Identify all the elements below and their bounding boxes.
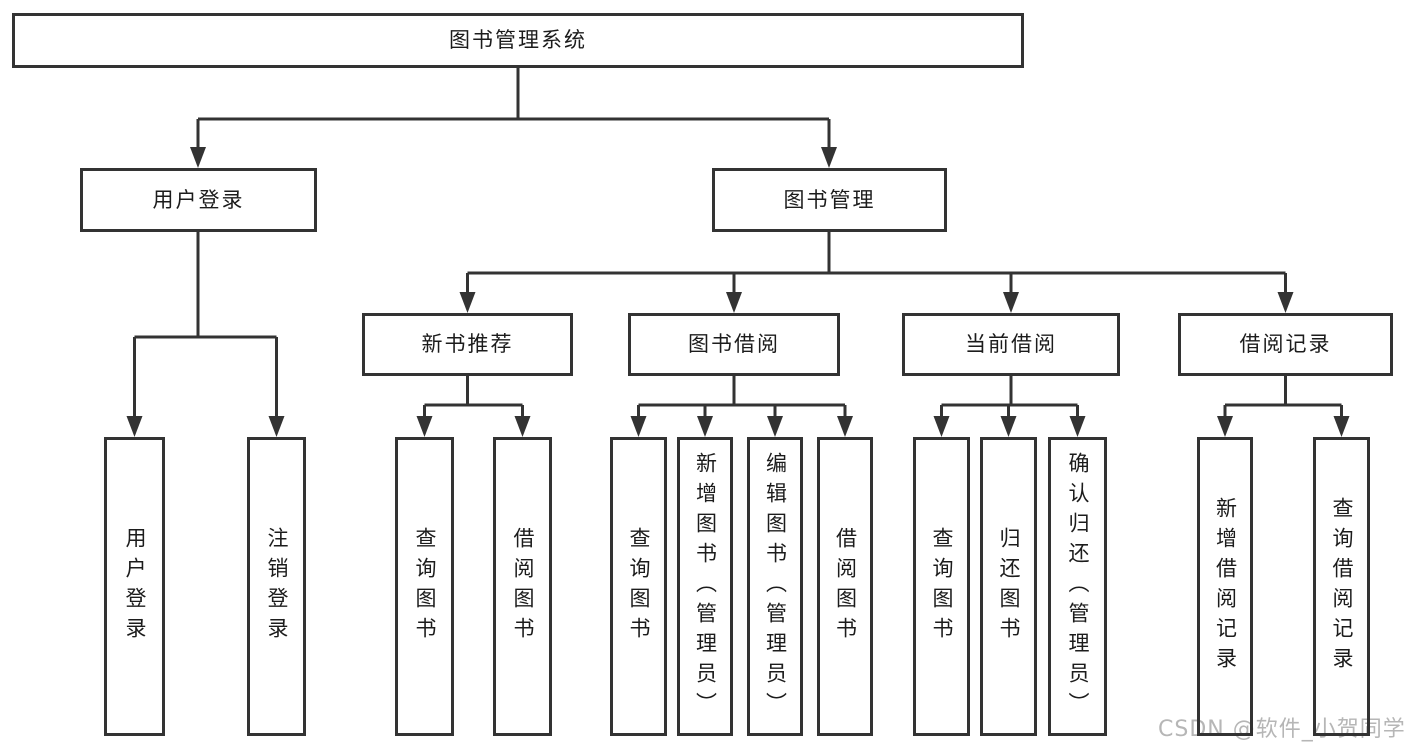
node-leaf-user-login: 用户登录 (104, 437, 165, 736)
node-new-book-recommend: 新书推荐 (362, 313, 573, 376)
node-leaf-return-books: 归还图书 (980, 437, 1037, 736)
node-leaf-add-borrow-record: 新增借阅记录 (1197, 437, 1253, 736)
node-current-borrowing: 当前借阅 (902, 313, 1120, 376)
node-leaf-query-books-borrowing: 查询图书 (610, 437, 667, 736)
node-book-borrowing: 图书借阅 (628, 313, 840, 376)
node-user-login-group: 用户登录 (80, 168, 317, 232)
node-leaf-logout: 注销登录 (247, 437, 306, 736)
node-library-system: 图书管理系统 (12, 13, 1024, 68)
node-leaf-query-books-recommend: 查询图书 (395, 437, 454, 736)
node-book-management: 图书管理 (712, 168, 947, 232)
node-leaf-confirm-return-admin: 确认归还（管理员） (1048, 437, 1107, 736)
node-leaf-query-books-current: 查询图书 (913, 437, 970, 736)
node-leaf-borrow-books-recommend: 借阅图书 (493, 437, 552, 736)
node-leaf-borrow-books: 借阅图书 (817, 437, 873, 736)
node-leaf-edit-books-admin: 编辑图书（管理员） (747, 437, 803, 736)
node-borrow-records: 借阅记录 (1178, 313, 1393, 376)
node-leaf-add-books-admin: 新增图书（管理员） (677, 437, 733, 736)
node-leaf-query-borrow-record: 查询借阅记录 (1313, 437, 1370, 736)
